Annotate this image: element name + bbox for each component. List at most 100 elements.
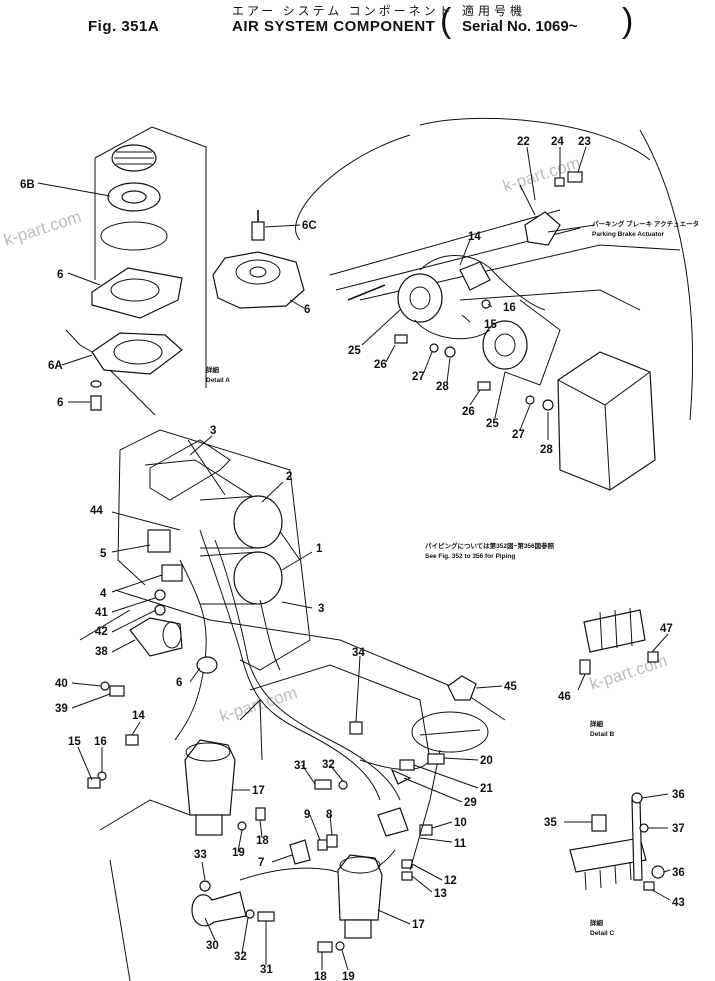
air-tank-part	[557, 351, 656, 491]
valve-housing-part	[212, 251, 305, 309]
bolt-part	[567, 171, 583, 183]
air-hose	[174, 559, 207, 741]
bracket-strap	[187, 439, 226, 496]
washer-part	[245, 909, 255, 919]
callout-32: 32	[322, 759, 335, 771]
brake-chamber-top	[339, 856, 381, 874]
washer-part	[154, 589, 166, 601]
callout-32: 32	[234, 951, 247, 963]
fitting-46-part	[579, 659, 591, 675]
nut-part	[444, 346, 456, 358]
cab-outline	[639, 129, 694, 421]
callout-44: 44	[90, 505, 103, 517]
air-horn-part	[129, 617, 183, 657]
filter-cap-grille	[114, 151, 154, 165]
piping-note-en: See Fig. 352 to 356 for Piping	[425, 553, 515, 560]
callout-12: 12	[444, 875, 457, 887]
callout-19: 19	[342, 971, 355, 981]
washer-part	[338, 780, 348, 790]
valve-4-part	[161, 564, 183, 582]
brake-chamber-top	[185, 742, 231, 762]
callout-40: 40	[55, 678, 68, 690]
callout-26: 26	[462, 406, 475, 418]
actuator-rod	[347, 284, 386, 301]
callout-18: 18	[314, 971, 327, 981]
callout-8: 8	[326, 809, 333, 821]
frame-outline	[114, 589, 506, 721]
valve-block-part	[397, 273, 443, 323]
callout-28: 28	[436, 381, 449, 393]
callout-22: 22	[517, 136, 530, 148]
callout-27: 27	[412, 371, 425, 383]
callout-36: 36	[672, 789, 685, 801]
callout-29: 29	[464, 797, 477, 809]
callout-6a: 6A	[48, 360, 63, 372]
frame-outline	[117, 449, 146, 586]
valve-6c-part	[251, 221, 265, 241]
callout-35: 35	[544, 817, 557, 829]
callout-15: 15	[484, 319, 497, 331]
manifold-b-part	[583, 609, 646, 653]
detail-b-note-en: Detail B	[590, 731, 615, 738]
fitting-47-part	[647, 651, 659, 663]
frame-outline	[119, 429, 311, 671]
callout-27: 27	[512, 429, 525, 441]
air-tank-1-body	[199, 551, 259, 605]
valve-housing-hub	[249, 266, 267, 278]
callout-23: 23	[578, 136, 591, 148]
parking-note-en: Parking Brake Actuator	[592, 231, 664, 238]
callout-6: 6	[176, 677, 182, 689]
frame-line	[459, 289, 641, 311]
callout-13: 13	[434, 888, 447, 900]
frame-outline	[109, 859, 131, 981]
steering-column	[409, 749, 441, 871]
callout-6: 6	[57, 269, 63, 281]
callout-labels: 6B 6 6A 6 6C 6 22 24 23 14 16 15 25 26 2…	[20, 136, 685, 981]
callout-11: 11	[454, 838, 467, 850]
air-hose	[414, 319, 491, 340]
piping-note-jp: パイピングについては第352図~第356図参照	[425, 541, 555, 550]
valve-body-part	[459, 261, 491, 291]
air-hose	[239, 849, 396, 881]
air-horn-bell	[162, 621, 182, 649]
callout-5: 5	[100, 548, 107, 560]
detail-b-note-jp: 詳細	[590, 719, 604, 728]
valve-block-core	[409, 286, 431, 310]
callout-18: 18	[256, 835, 269, 847]
callout-16: 16	[94, 736, 107, 748]
washer-part	[429, 343, 439, 353]
callout-17: 17	[412, 919, 425, 931]
fitting-29-part	[390, 768, 412, 785]
washer-part	[100, 681, 110, 691]
callout-30: 30	[206, 940, 219, 952]
cab-outline	[419, 117, 651, 161]
housing-plate-port	[110, 278, 160, 302]
diaphragm-bowl-part	[91, 332, 183, 375]
parking-brake-actuator-part	[524, 211, 561, 246]
callout-2: 2	[286, 471, 292, 483]
valve-6-part	[196, 656, 218, 674]
diaphragm-bowl-center	[113, 339, 163, 365]
fitting-36b-part	[651, 865, 665, 879]
callout-6: 6	[304, 304, 310, 316]
serial-bracket-right: )	[622, 2, 634, 40]
air-hose	[419, 255, 546, 311]
brake-chamber-part	[337, 854, 383, 921]
parking-note-jp: パーキング ブレーキ アクチュエータ	[592, 219, 699, 228]
air-tank-edge	[604, 404, 611, 491]
frame-line	[359, 244, 681, 301]
chamber-bracket	[195, 814, 223, 836]
detail-b-group: 詳細 Detail B	[577, 607, 669, 738]
washer-part	[237, 821, 247, 831]
air-tank-2-end	[233, 495, 283, 549]
fitting-43-part	[643, 881, 655, 891]
callout-4: 4	[100, 588, 107, 600]
valve-body-part	[377, 807, 409, 837]
detail-a-note-en: Detail A	[206, 377, 230, 384]
callout-38: 38	[95, 646, 108, 658]
fitting-34-part	[349, 721, 363, 735]
washer-part	[525, 395, 535, 405]
nut-part	[554, 177, 565, 187]
title-english: AIR SYSTEM COMPONENT	[232, 18, 436, 35]
callout-25: 25	[486, 418, 499, 430]
